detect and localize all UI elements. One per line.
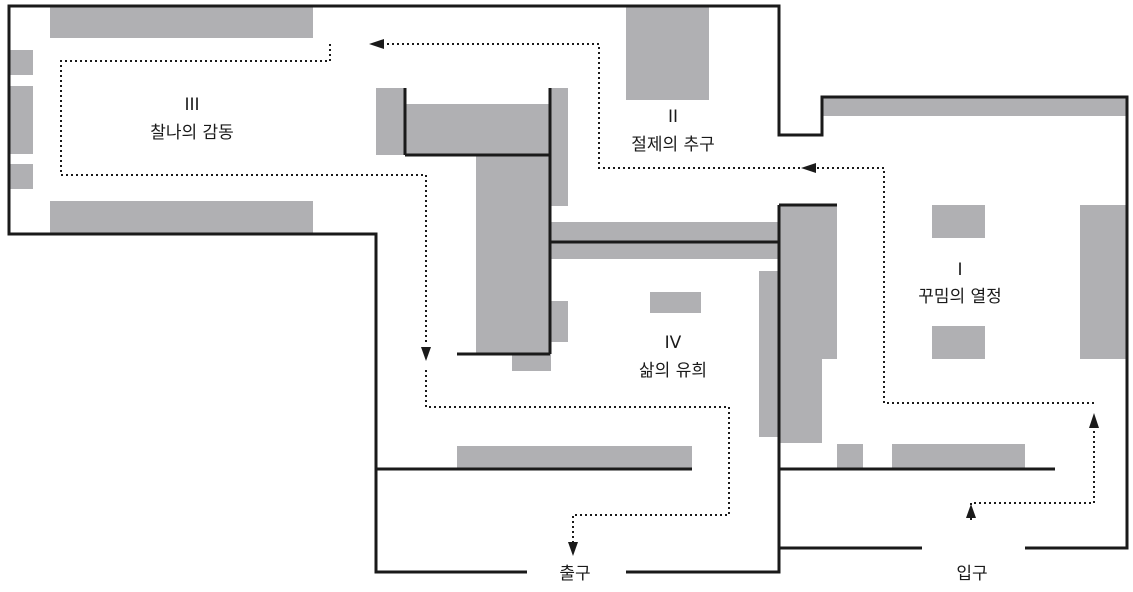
outer-wall-entrance-gap (626, 546, 922, 574)
route-path (385, 43, 800, 169)
section-name: 꾸밈의 열정 (918, 287, 1002, 307)
route-arrow-left (801, 163, 816, 173)
exhibit-block (550, 301, 568, 342)
exhibit-block (892, 444, 1025, 469)
exhibit-block (50, 6, 313, 38)
exhibit-block (932, 326, 985, 359)
section-numeral: III (184, 95, 199, 115)
exhibit-block (822, 98, 1126, 116)
route-arrow-down (568, 542, 578, 556)
exhibit-block (837, 444, 863, 469)
route-arrow-left (369, 39, 384, 49)
exhibit-block (10, 86, 33, 154)
exhibit-block (650, 292, 701, 313)
entrance-label: 입구 (956, 564, 987, 584)
exhibit-block (376, 88, 405, 155)
exhibit-block (779, 359, 822, 443)
section-name: 삶의 유희 (639, 361, 707, 381)
exhibit-block (626, 6, 709, 100)
exhibit-block (759, 271, 779, 437)
exhibit-block (10, 50, 33, 75)
route-arrow-up (966, 504, 976, 518)
route-path (425, 370, 730, 542)
exhibit-block (405, 104, 550, 155)
exhibit-block (476, 155, 550, 354)
route-path (970, 428, 1095, 520)
exhibit-blocks (10, 6, 1126, 469)
section-name: 찰나의 감동 (150, 123, 234, 143)
route-arrow-up (1089, 413, 1099, 428)
exit-label: 출구 (559, 564, 590, 584)
route-path (816, 167, 1094, 404)
section-labels: I 꾸밈의 열정 II 절제의 추구 III 찰나의 감동 IV 삶의 유희 입… (150, 95, 1002, 584)
exhibit-block (50, 201, 313, 233)
exhibit-block (779, 206, 837, 359)
exhibit-block (932, 205, 985, 238)
outer-wall-west (7, 4, 1129, 574)
visitor-route (60, 39, 1099, 556)
exhibit-block (457, 446, 692, 469)
route-arrow-down (421, 347, 431, 361)
section-numeral: II (668, 107, 678, 127)
section-numeral: I (957, 260, 962, 280)
exhibit-block (10, 164, 33, 189)
walls (7, 4, 1129, 574)
exhibit-block (550, 88, 568, 206)
exhibit-block (512, 354, 551, 371)
route-path (60, 44, 427, 345)
exhibit-block (1080, 205, 1126, 359)
section-numeral: IV (665, 333, 682, 353)
section-name: 절제의 추구 (631, 135, 715, 155)
